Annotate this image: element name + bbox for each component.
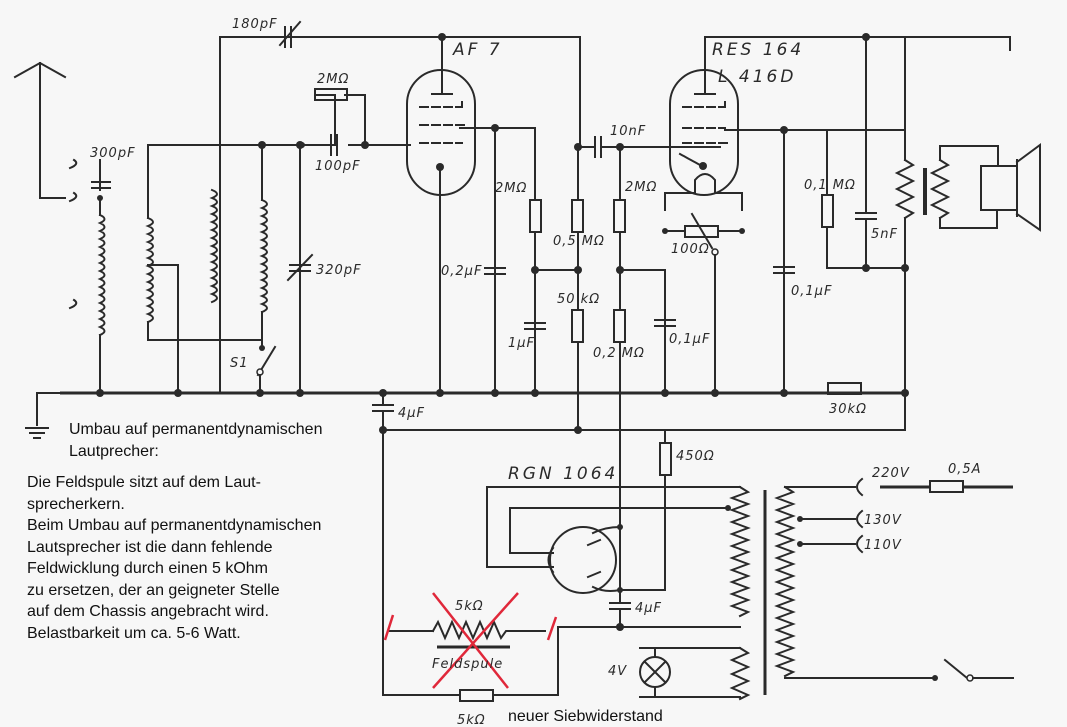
- label-30kohm: 30kΩ: [829, 402, 867, 417]
- ground-icon: [25, 394, 49, 439]
- pilot-lamp-icon: [639, 647, 671, 698]
- label-2mohm-grid: 2MΩ: [317, 72, 349, 87]
- label-100ohm: 100Ω: [671, 242, 710, 257]
- label-10nf: 10nF: [610, 124, 646, 139]
- label-af7: AF 7: [452, 40, 503, 60]
- note-heading-line2: Lautprecher:: [69, 442, 159, 460]
- grid-leak: [299, 88, 411, 156]
- resistor-450ohm: [619, 429, 672, 591]
- resistor-2mohm-b: [613, 146, 666, 394]
- label-rgn1064: RGN 1064: [508, 464, 618, 484]
- resistor-0-1mohm: [821, 129, 909, 272]
- label-0-5a: 0,5A: [948, 462, 982, 477]
- speaker-icon: [980, 143, 1041, 232]
- antenna-coupling-coil: [68, 158, 111, 397]
- label-110v: 110V: [864, 538, 902, 553]
- resistor-0-5mohm: [571, 143, 584, 311]
- resistor-30kohm: [827, 382, 909, 431]
- label-1uf: 1µF: [508, 336, 535, 351]
- power-transformer: [639, 477, 936, 701]
- label-0-5mohm: 0,5 MΩ: [553, 234, 605, 249]
- antenna-icon: [13, 61, 67, 199]
- tuning-coil-2: [209, 188, 218, 304]
- tuning-coil-3: [258, 141, 268, 351]
- label-0-1uf-b: 0,1µF: [791, 284, 832, 299]
- label-0-1uf-a: 0,1µF: [669, 332, 710, 347]
- label-0-2mohm: 0,2 MΩ: [593, 346, 645, 361]
- resistor-5kohm-new: [459, 689, 494, 702]
- label-0-1mohm: 0,1 MΩ: [804, 178, 856, 193]
- field-coil-crossed: [383, 592, 558, 689]
- capacitor-0-1uf-b: [773, 126, 795, 397]
- variable-capacitor-320pf: [286, 141, 314, 397]
- capacitor-0-2uf: [484, 267, 506, 397]
- switch-s1: [256, 345, 277, 397]
- label-0-2uf: 0,2µF: [441, 264, 482, 279]
- tube-af7: [406, 36, 536, 397]
- label-4uf-b: 4µF: [635, 601, 662, 616]
- label-50kohm: 50 kΩ: [557, 292, 600, 307]
- label-res164: RES 164: [712, 40, 804, 60]
- label-feldspule: Feldspule: [432, 657, 503, 672]
- label-100pf: 100pF: [315, 159, 361, 174]
- feedback-wire: [219, 36, 581, 148]
- label-5kohm-field: 5kΩ: [455, 599, 484, 614]
- note-heading: Umbau auf permanentdynamischen Lautprech…: [69, 419, 322, 462]
- mains-switch: [932, 658, 1014, 682]
- label-300pf: 300pF: [90, 146, 136, 161]
- label-2mohm-a: 2MΩ: [495, 181, 527, 196]
- label-l416d: L 416D: [718, 67, 796, 87]
- tube-rgn1064: [486, 486, 741, 594]
- capacitor-10nf: [577, 136, 721, 158]
- label-5nf: 5nF: [871, 227, 898, 242]
- label-4v: 4V: [608, 664, 627, 679]
- note-body: Die Feldspule sitzt auf dem Laut- sprech…: [27, 474, 322, 642]
- capacitor-5nf: [855, 33, 877, 269]
- resistor-50kohm: [571, 309, 584, 431]
- label-180pf: 180pF: [232, 17, 278, 32]
- capacitor-180pf: [278, 20, 302, 48]
- label-450ohm: 450Ω: [676, 449, 715, 464]
- output-transformer: [894, 36, 999, 394]
- fuse-0-5a: [880, 480, 1013, 493]
- note-heading-line1: Umbau auf permanentdynamischen: [69, 421, 323, 438]
- label-220v: 220V: [872, 466, 910, 481]
- potentiometer-100ohm: [662, 212, 745, 397]
- label-s1: S1: [230, 356, 249, 371]
- tube-res164: [664, 36, 1011, 211]
- capacitor-4uf-b: [557, 589, 741, 631]
- label-320pf: 320pF: [316, 263, 362, 278]
- label-4uf-a: 4µF: [398, 406, 425, 421]
- capacitor-4uf-a: [372, 404, 394, 412]
- label-2mohm-b: 2MΩ: [625, 180, 657, 195]
- new-resistor-caption: neuer Siebwiderstand: [508, 708, 663, 725]
- capacitor-0-1uf-a: [654, 319, 676, 397]
- label-5kohm-new: 5kΩ: [457, 713, 486, 727]
- label-130v: 130V: [864, 513, 902, 528]
